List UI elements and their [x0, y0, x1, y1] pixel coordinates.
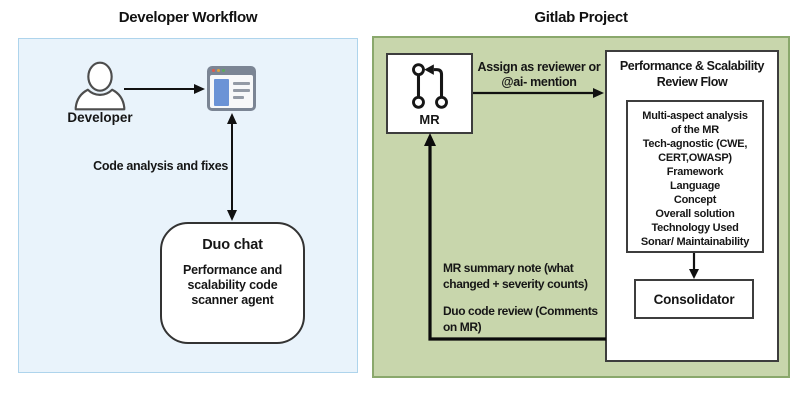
browser-window-dots: [212, 69, 225, 72]
merge-request-box: MR: [386, 53, 473, 134]
person-icon: [74, 61, 126, 111]
right-section-title: Gitlab Project: [534, 9, 628, 26]
analysis-item: Overall solution: [655, 208, 735, 220]
green-dot-icon: [222, 69, 225, 72]
duo-code-review-label: Duo code review (Comments on MR): [443, 304, 598, 334]
feedback-labels: MR summary note (what changed + severity…: [443, 261, 643, 335]
browser-text-line: [233, 89, 250, 92]
browser-sidebar-block: [214, 79, 229, 106]
duo-chat-subtitle: Performance and scalability code scanner…: [182, 263, 283, 307]
red-dot-icon: [212, 69, 215, 72]
consolidator-box: Consolidator: [634, 279, 754, 319]
analysis-item: Language: [670, 180, 720, 192]
review-flow-box: Performance & Scalability Review Flow Mu…: [605, 50, 779, 362]
mr-summary-note-label: MR summary note (what changed + severity…: [443, 261, 588, 291]
analysis-box: Multi-aspect analysis of the MR Tech-agn…: [626, 100, 764, 253]
browser-icon: [207, 66, 256, 111]
analysis-item: Technology Used: [651, 222, 739, 234]
duo-chat-title: Duo chat: [202, 237, 263, 253]
analysis-item: Framework: [666, 166, 724, 178]
yellow-dot-icon: [217, 69, 220, 72]
code-analysis-label: Code analysis and fixes: [93, 159, 228, 173]
analysis-to-consolidator-arrow: [689, 253, 699, 279]
left-section-title: Developer Workflow: [118, 9, 258, 26]
developer-to-browser-arrow: [124, 84, 205, 94]
analysis-item: Multi-aspect analysis of the MR: [642, 110, 748, 136]
developer-label: Developer: [67, 110, 133, 125]
duo-chat-box: Duo chat Performance and scalability cod…: [160, 222, 305, 344]
browser-content: [210, 75, 253, 108]
reviewflow-to-mr-feedback-arrow: [424, 133, 606, 341]
merge-request-icon: [411, 63, 448, 109]
analysis-item: Sonar/ Maintainability: [640, 236, 750, 248]
mr-to-reviewflow-arrow: [473, 88, 604, 98]
analysis-item: Concept: [673, 194, 717, 206]
browser-duochat-double-arrow: [227, 113, 237, 221]
browser-text-line: [233, 96, 244, 99]
assign-reviewer-label: Assign as reviewer or @ai- mention: [477, 60, 601, 89]
review-flow-title: Performance & Scalability Review Flow: [619, 59, 765, 89]
browser-text-line: [233, 82, 250, 85]
analysis-item: Tech-agnostic (CWE, CERT,OWASP): [642, 138, 748, 164]
mr-label: MR: [419, 112, 440, 127]
